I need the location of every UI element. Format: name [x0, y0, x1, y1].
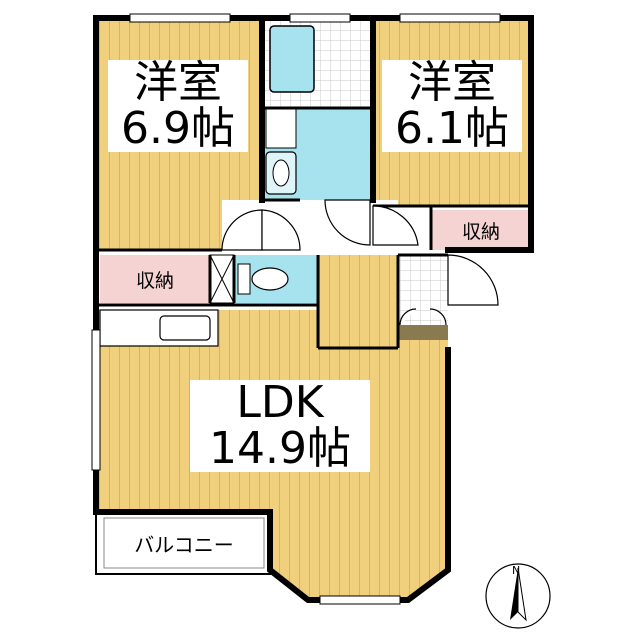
- balcony-label: バルコニー: [134, 532, 234, 557]
- room-western-left-size: 6.9帖: [108, 105, 248, 153]
- toilet-tank: [237, 263, 251, 295]
- room-western-right-size: 6.1帖: [382, 105, 522, 153]
- windows: [91, 13, 501, 605]
- compass: N: [485, 563, 551, 629]
- room-ldk-label: LDK 14.9帖: [190, 379, 370, 473]
- inner-walls: [96, 106, 531, 350]
- kitchen-sink: [159, 315, 211, 341]
- storage-left-fill: [100, 255, 210, 303]
- toilet-bowl: [251, 267, 289, 291]
- compass-ring: [485, 563, 551, 629]
- bathtub: [269, 25, 315, 93]
- balcony-inner: [103, 517, 265, 569]
- hallway-floor: [318, 255, 398, 348]
- shoe-cabinet: [398, 325, 448, 340]
- storage-left-label: 収納: [135, 269, 174, 292]
- door-swings: [221, 199, 499, 326]
- compass-north-label: N: [512, 564, 520, 577]
- compass-needle: [510, 568, 518, 620]
- storage-right-fill: [431, 210, 531, 250]
- room-western-left-label: 洋室 6.9帖: [108, 59, 248, 153]
- room-ldk-name: LDK: [190, 379, 370, 427]
- compass-needle-light: [517, 567, 527, 622]
- closet-cross: [209, 254, 235, 304]
- room-western-right-label: 洋室 6.1帖: [382, 59, 522, 153]
- storage-right-label: 収納: [461, 220, 500, 243]
- room-ldk-size: 14.9帖: [190, 425, 370, 473]
- room-western-left-name: 洋室: [108, 59, 248, 107]
- room-western-right-name: 洋室: [382, 59, 522, 107]
- washing-machine-space: [265, 107, 297, 149]
- washbasin-bowl: [272, 159, 290, 187]
